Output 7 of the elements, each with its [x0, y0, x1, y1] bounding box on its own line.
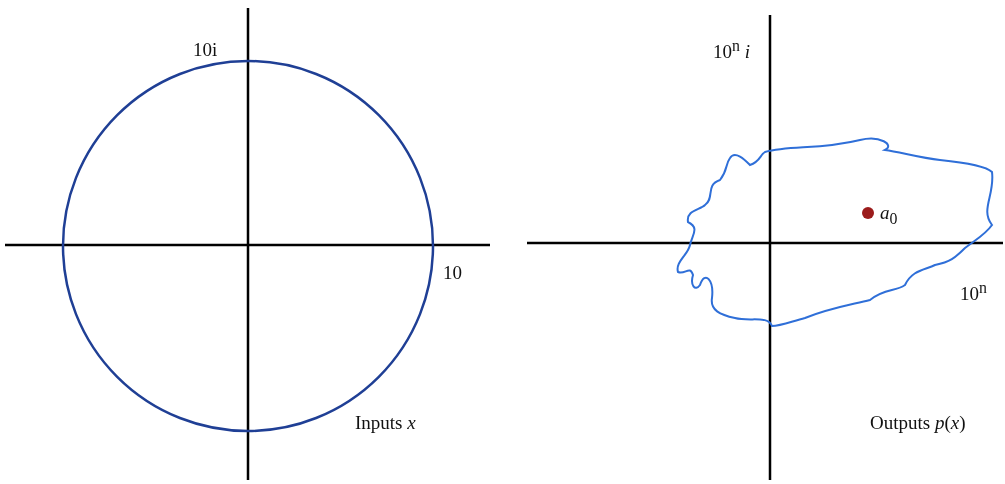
axis-label: 10 — [443, 263, 462, 282]
plot-caption: Outputs p(x) — [870, 413, 966, 432]
axis-label: 10$^{n}$ i — [713, 38, 750, 62]
plot-caption: Inputs x — [355, 413, 416, 432]
point-label: a$_{0}$ — [880, 203, 898, 227]
axis-label: 10$^{n}$ — [960, 280, 987, 304]
axis-label: 10i — [193, 40, 218, 59]
